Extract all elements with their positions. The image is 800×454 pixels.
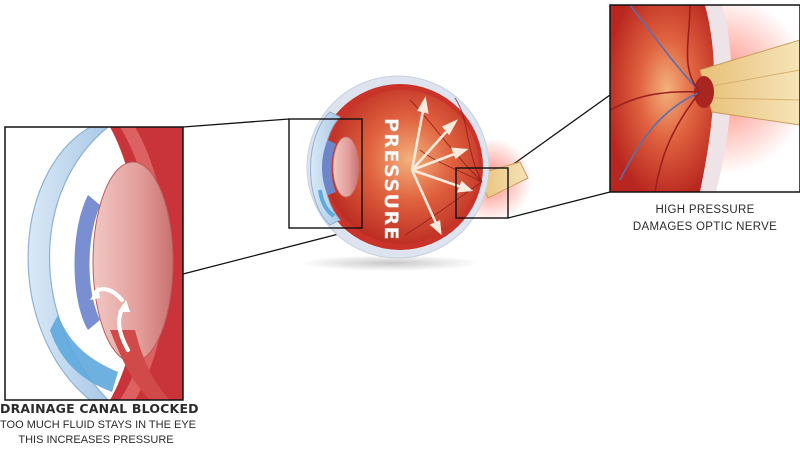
nerve-caption-line2: DAMAGES OPTIC NERVE [632,221,778,233]
blocked-drainage [50,315,118,392]
central-eyeball: PRESSURE [288,75,532,271]
vitreous-body [325,90,479,244]
callout-box-front [288,118,363,229]
drainage-zoom-frame [4,126,184,401]
eye-shadow [300,255,480,271]
anterior-segment-small [310,111,360,226]
callout-line-right-top [507,94,611,169]
drainage-zoom-panel [4,126,184,401]
nerve-caption-line1: HIGH PRESSURE [655,204,755,216]
callout-line-left-bottom [182,227,363,275]
iris-zoom [74,195,100,330]
retinal-vessels-zoom [610,5,701,192]
callout-line-right-bottom [507,191,611,219]
optic-disc [694,76,714,108]
callout-lines [182,94,611,275]
callout-line-left-top [182,118,290,128]
pressure-arrows [410,96,474,236]
optic-nerve-zoom-frame [609,4,800,193]
drainage-caption-line1: TOO MUCH FLUID STAYS IN THE EYE [0,419,196,431]
optic-nerve-zoom-panel [609,4,800,193]
cornea-zoom [27,127,109,400]
callout-box-nerve [455,167,509,219]
drainage-caption-title: DRAINAGE CANAL BLOCKED [0,401,199,416]
pressure-label: PRESSURE [380,118,402,241]
drainage-caption-line2: THIS INCREASES PRESSURE [18,434,174,446]
